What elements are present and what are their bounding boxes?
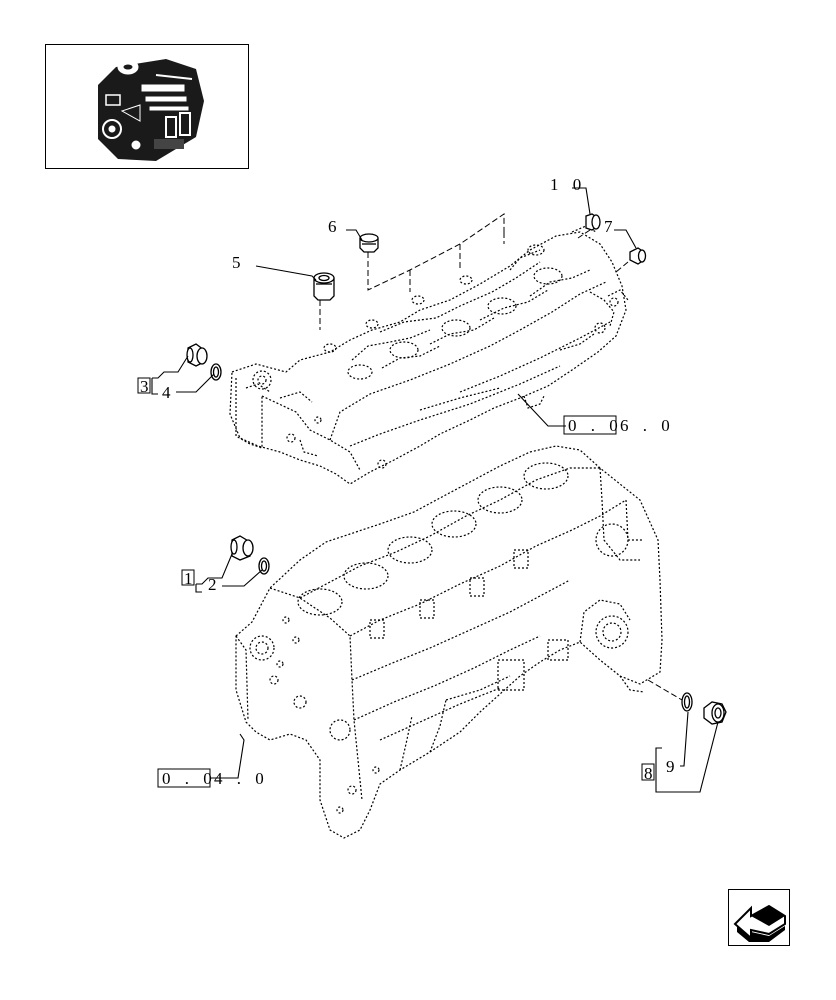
engine-thumbnail-icon [98, 59, 204, 161]
callout-9[interactable]: 9 [666, 757, 680, 776]
callout-8[interactable]: 8 [644, 764, 658, 783]
part-3-plug[interactable] [186, 343, 208, 367]
leader-lines [151, 187, 719, 793]
block-reference-prefix[interactable]: 0 . 0 [162, 769, 217, 788]
head-reference-suffix[interactable]: 6 . 0 [620, 416, 675, 435]
cylinder-head-drawing [229, 225, 629, 485]
callout-2[interactable]: 2 [208, 575, 222, 594]
callout-6[interactable]: 6 [328, 217, 342, 236]
cylinder-block-details [249, 462, 645, 814]
cylinder-block-drawing [235, 445, 663, 839]
part-6-cap[interactable] [359, 233, 379, 253]
cylinder-head-details [252, 244, 619, 469]
callout-1-box [181, 569, 195, 586]
part-1-plug[interactable] [230, 535, 254, 561]
part-10-plug[interactable] [585, 213, 601, 231]
callout-1[interactable]: 1 [184, 569, 198, 588]
head-reference-box [563, 415, 617, 435]
head-installation-lines [319, 213, 629, 330]
callout-4[interactable]: 4 [162, 383, 176, 402]
head-reference-prefix[interactable]: 0 . 0 [568, 416, 623, 435]
block-reference-box [157, 768, 211, 788]
callout-3-box [137, 377, 151, 394]
callout-10[interactable]: 1 0 [550, 175, 586, 194]
part-9-ring[interactable] [681, 692, 693, 712]
previous-page-button[interactable] [728, 889, 790, 946]
callout-5[interactable]: 5 [232, 253, 246, 272]
previous-page-arrow-icon [733, 904, 786, 942]
part-2-ring[interactable] [258, 557, 270, 575]
engine-thumbnail[interactable] [45, 44, 249, 169]
part-5-sleeve[interactable] [313, 272, 335, 301]
part-4-ring[interactable] [210, 363, 222, 381]
callout-7[interactable]: 7 [604, 217, 618, 236]
part-8-plug[interactable] [703, 701, 727, 725]
block-reference-suffix[interactable]: 4 . 0 [214, 769, 269, 788]
callout-8-box [641, 763, 655, 781]
part-7-plug[interactable] [629, 247, 647, 265]
block-installation-lines [647, 679, 683, 701]
callout-3[interactable]: 3 [140, 377, 154, 396]
